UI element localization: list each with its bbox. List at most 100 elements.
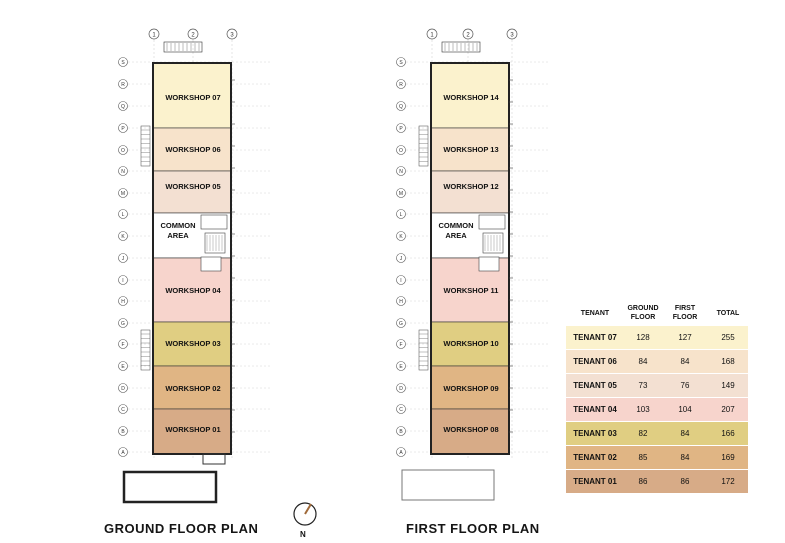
north-arrow: N: [290, 500, 320, 542]
grid-row-bubble: [118, 253, 128, 263]
cell-ground: 73: [638, 381, 648, 390]
cell-total: 207: [721, 405, 735, 414]
cell-first: 84: [680, 453, 690, 462]
workshop-unit: [430, 408, 510, 455]
cell-first: 127: [678, 333, 692, 342]
grid-row-bubble: [396, 318, 406, 328]
cell-ground: 84: [638, 357, 648, 366]
annex-roof: [401, 469, 495, 501]
grid-row-label: O: [399, 148, 403, 154]
table-row: TENANT 02 85 84 169: [566, 446, 748, 469]
workshop-label: WORKSHOP 13: [443, 145, 498, 154]
grid-row-bubble: [118, 123, 128, 133]
workshop-label: WORKSHOP 03: [165, 339, 220, 348]
grid-row-label: C: [399, 407, 403, 413]
workshop-label: WORKSHOP 09: [443, 384, 498, 393]
grid-row-bubble: [396, 447, 406, 457]
grid-row-label: H: [399, 299, 403, 305]
external-stair: [140, 125, 151, 167]
header-total: TOTAL: [716, 309, 740, 317]
entrance-block: [202, 453, 226, 465]
cell-ground: 85: [638, 453, 648, 462]
grid-row-label: Q: [121, 104, 125, 110]
cell-tenant: TENANT 05: [573, 381, 617, 390]
grid-row-bubble: [118, 57, 128, 67]
cell-ground: 103: [636, 405, 650, 414]
grid-row-bubble: [118, 275, 128, 285]
grid-row-bubble: [396, 188, 406, 198]
grid-row-bubble: [118, 361, 128, 371]
workshop-label: WORKSHOP 07: [165, 93, 220, 102]
grid-row-bubble: [396, 253, 406, 263]
grid-row-bubble: [118, 166, 128, 176]
grid-row-label: D: [399, 386, 403, 392]
grid-row-label: E: [399, 364, 403, 370]
cell-tenant: TENANT 02: [573, 453, 617, 462]
grid-row-bubble: [396, 426, 406, 436]
cell-ground: 128: [636, 333, 650, 342]
grid-row-label: N: [121, 169, 125, 175]
grid-row-label: F: [399, 342, 402, 348]
workshop-unit: [152, 170, 232, 214]
cell-total: 168: [721, 357, 735, 366]
workshop-label: COMMON: [439, 221, 474, 230]
external-stair: [418, 125, 429, 167]
grid-row-bubble: [396, 79, 406, 89]
grid-row-label: C: [121, 407, 125, 413]
grid-row-label: B: [121, 429, 125, 435]
cell-first: 86: [680, 477, 690, 486]
grid-row-label: I: [400, 278, 401, 284]
grid-column-label: 1: [152, 33, 156, 39]
cell-tenant: TENANT 06: [573, 357, 617, 366]
grid-row-label: A: [121, 450, 125, 456]
grid-row-bubble: [396, 361, 406, 371]
grid-row-label: K: [121, 234, 125, 240]
workshop-unit: [152, 365, 232, 410]
grid-row-bubble: [118, 101, 128, 111]
grid-column-bubble: [506, 28, 518, 40]
common-area: [152, 212, 232, 259]
grid-row-label: O: [121, 148, 125, 154]
grid-row-bubble: [118, 231, 128, 241]
grid-row-bubble: [396, 404, 406, 414]
grid-row-label: Q: [399, 104, 403, 110]
grid-row-label: A: [399, 450, 403, 456]
toilet-block: [200, 214, 228, 230]
building-outline: [430, 62, 510, 455]
cell-ground: 82: [638, 429, 648, 438]
grid-row-bubble: [118, 404, 128, 414]
grid-row-label: R: [121, 82, 125, 88]
grid-column-label: 1: [430, 33, 434, 39]
grid-column-bubble: [148, 28, 160, 40]
grid-column-bubble: [187, 28, 199, 40]
grid-row-bubble: [396, 231, 406, 241]
compass-icon: [293, 502, 317, 526]
cell-total: 166: [721, 429, 735, 438]
grid-row-label: K: [399, 234, 403, 240]
grid-row-label: M: [121, 191, 125, 197]
grid-row-label: S: [399, 60, 403, 66]
workshop-label: WORKSHOP 02: [165, 384, 220, 393]
grid-row-bubble: [118, 296, 128, 306]
grid-row-label: H: [121, 299, 125, 305]
grid-column-bubble: [426, 28, 438, 40]
stair-landing: [200, 256, 222, 272]
workshop-label: WORKSHOP 08: [443, 425, 498, 434]
grid-row-label: I: [122, 278, 123, 284]
grid-row-label: D: [121, 386, 125, 392]
common-area: [430, 212, 510, 259]
cell-total: 169: [721, 453, 735, 462]
workshop-label: WORKSHOP 06: [165, 145, 220, 154]
grid-column-label: 2: [466, 33, 470, 39]
grid-row-bubble: [396, 166, 406, 176]
workshop-label: WORKSHOP 12: [443, 182, 498, 191]
annex-structure: [122, 470, 218, 504]
cell-total: 172: [721, 477, 735, 486]
